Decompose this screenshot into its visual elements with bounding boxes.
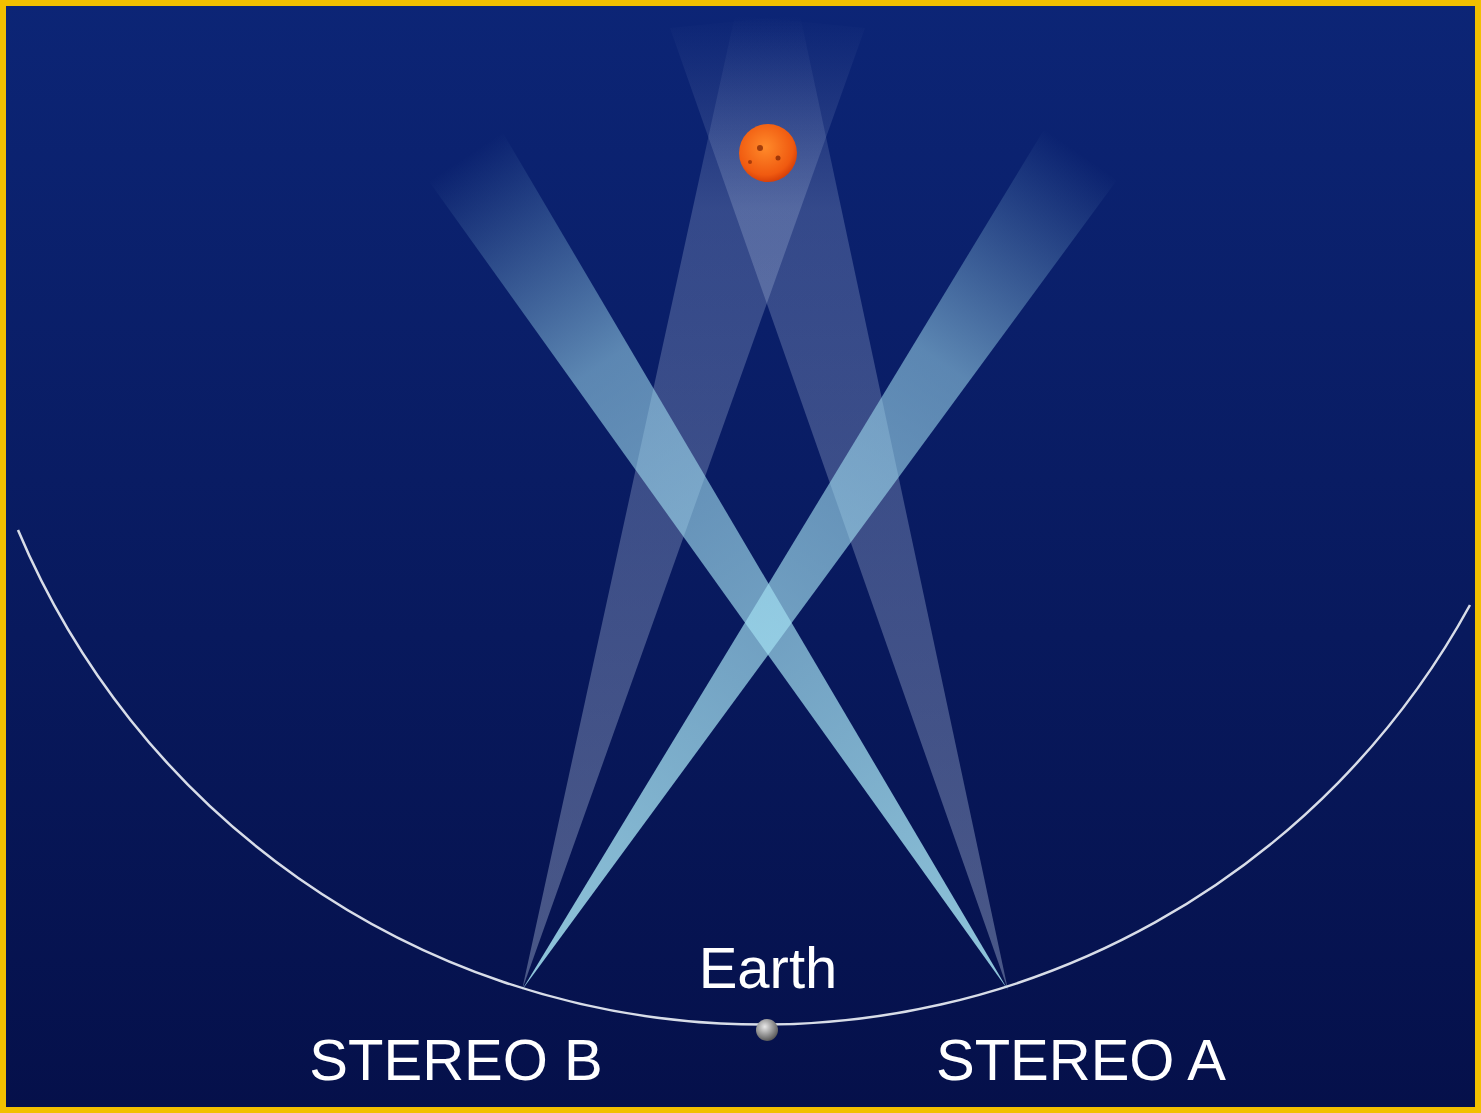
spacecraft-label: STEREO A: [936, 1031, 1226, 1089]
frame: [3, 3, 1478, 1110]
imager-beam: [428, 128, 1008, 990]
sunspot: [776, 156, 781, 161]
spacecraft-label: STEREO B: [309, 1031, 602, 1089]
planet-label: Earth: [699, 939, 838, 997]
sunspot: [757, 145, 763, 151]
earth: [756, 1019, 778, 1041]
sun: [739, 124, 797, 182]
imager-beam: [522, 128, 1117, 990]
sunspot: [748, 160, 752, 164]
